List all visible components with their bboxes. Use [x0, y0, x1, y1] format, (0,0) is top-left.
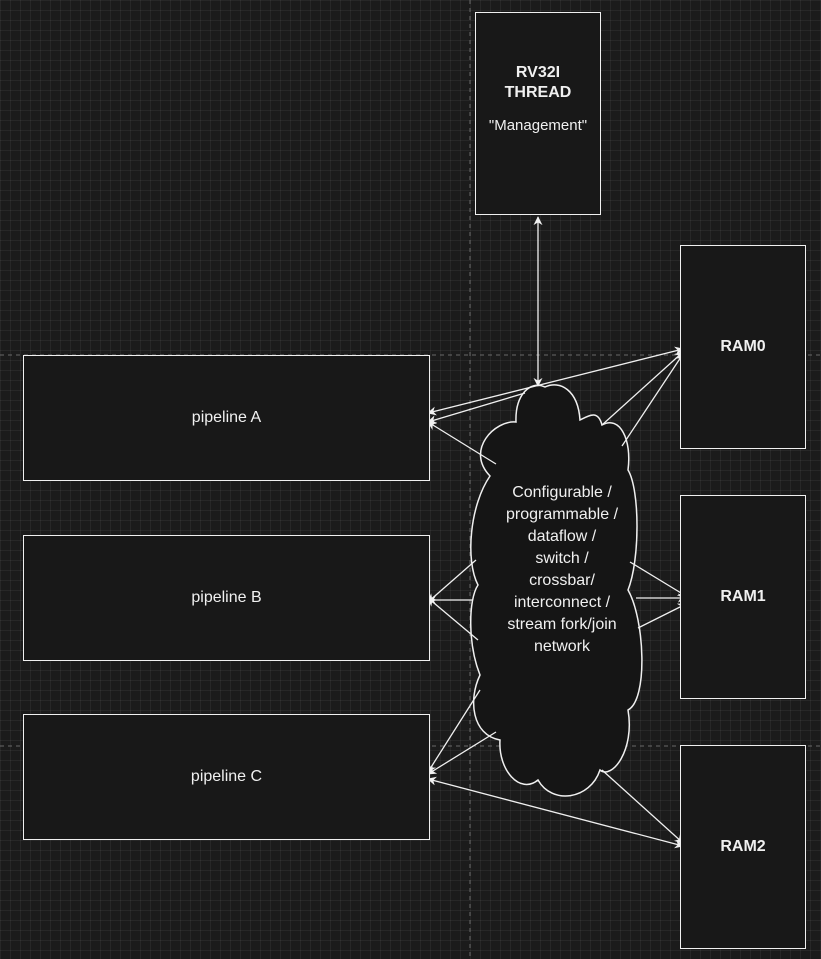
wire-pipeC-ram2 [427, 776, 684, 849]
ram0-block: RAM0 [680, 245, 806, 449]
pipeline-a-label: pipeline A [191, 409, 262, 426]
network-label: Configurable / programmable / dataflow /… [476, 482, 648, 658]
ram1-label: RAM1 [720, 588, 766, 605]
pipeline-a-block: pipeline A [23, 355, 430, 481]
network-label-line: Configurable / [512, 484, 612, 501]
wire-net-pipeB-3 [427, 597, 479, 641]
pipeline-c-block: pipeline C [23, 714, 430, 840]
rv32i-thread-block: RV32I THREAD "Management" [475, 12, 601, 215]
ram2-label: RAM2 [720, 838, 766, 855]
thread-subtitle: "Management" [488, 117, 588, 134]
wire-pipeA-ram0 [427, 346, 684, 416]
network-label-line: crossbar/ [529, 572, 595, 589]
network-label-line: dataflow / [527, 528, 597, 545]
ram1-block: RAM1 [680, 495, 806, 699]
pipeline-c-label: pipeline C [190, 768, 263, 785]
network-label-line: network [533, 638, 591, 655]
thread-title-line1: RV32I [515, 64, 561, 81]
wire-net-pipeA-2 [427, 421, 497, 465]
wire-net-pipeC-2 [427, 731, 497, 775]
pipeline-b-block: pipeline B [23, 535, 430, 661]
wire-net-ram2 [601, 769, 684, 844]
network-label-line: switch / [535, 550, 589, 567]
wire-net-ram1-1 [629, 561, 687, 597]
wire-net-ram1-3 [637, 603, 687, 629]
pipeline-b-label: pipeline B [191, 589, 262, 606]
wire-net-pipeC-1 [427, 689, 481, 773]
wire-net-ram0-2 [621, 353, 684, 447]
thread-title-line2: THREAD [504, 84, 572, 101]
network-label-line: stream fork/join [507, 616, 617, 633]
ram2-block: RAM2 [680, 745, 806, 949]
network-label-line: programmable / [505, 506, 619, 523]
network-label-line: interconnect / [513, 594, 611, 611]
wire-net-ram0-1 [601, 351, 684, 426]
wire-net-pipeA-1 [427, 392, 526, 424]
wire-net-pipeB-1 [427, 559, 477, 603]
ram0-label: RAM0 [720, 338, 766, 355]
